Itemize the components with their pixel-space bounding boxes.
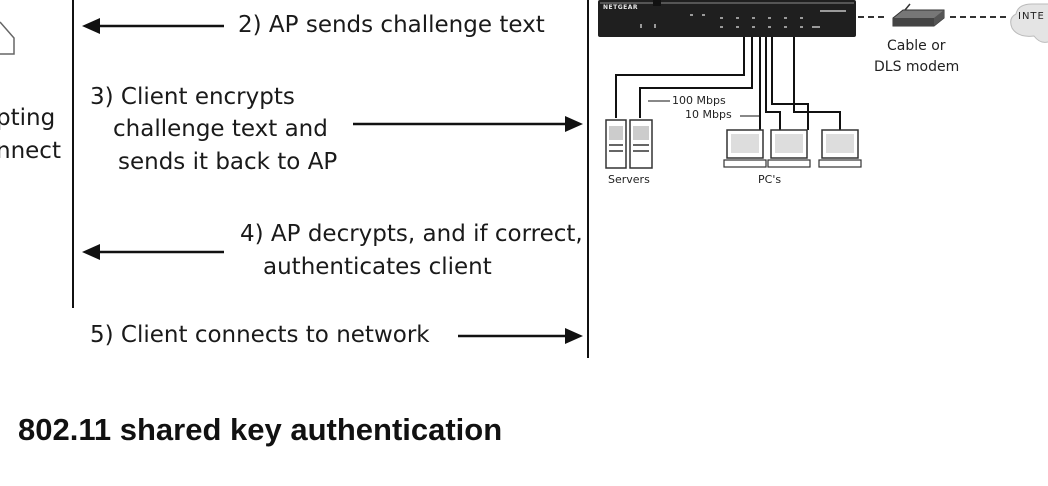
step4-label-line1: 4) AP decrypts, and if correct, (240, 221, 583, 247)
pc-1 (723, 129, 767, 168)
modem-device (892, 3, 945, 27)
pc-2 (767, 129, 811, 168)
internet-cloud (1010, 3, 1048, 43)
speed-100-label: 100 Mbps (672, 94, 726, 107)
switch-brand-label: NETGEAR (603, 4, 638, 11)
left-fragment-line1: pting (0, 105, 56, 131)
client-device-fragment (0, 21, 15, 55)
left-fragment-line2: nnect (0, 138, 61, 164)
netgear-switch (598, 0, 856, 37)
server-tower-2 (629, 119, 653, 169)
arrow-step2 (82, 18, 224, 34)
servers-label: Servers (608, 173, 650, 186)
step3-label-line1: 3) Client encrypts (90, 84, 295, 110)
modem-label-line1: Cable or (887, 38, 946, 54)
network-cables (615, 37, 841, 130)
arrow-step3 (353, 116, 583, 132)
step3-label-line2: challenge text and (113, 116, 328, 142)
internet-label: INTE (1018, 11, 1045, 22)
arrow-step4 (82, 244, 224, 260)
step4-label-line2: authenticates client (263, 254, 492, 280)
pcs-label: PC's (758, 173, 782, 186)
figure-caption: 802.11 shared key authentication (18, 412, 503, 447)
arrow-step5 (458, 328, 583, 344)
step5-label: 5) Client connects to network (90, 322, 430, 348)
pc-3 (818, 129, 862, 168)
step3-label-line3: sends it back to AP (118, 149, 338, 175)
switch-tab (653, 0, 661, 6)
server-tower-1 (605, 119, 627, 169)
step2-label: 2) AP sends challenge text (238, 12, 545, 38)
speed-10-label: 10 Mbps (685, 108, 732, 121)
modem-label-line2: DLS modem (874, 59, 960, 75)
